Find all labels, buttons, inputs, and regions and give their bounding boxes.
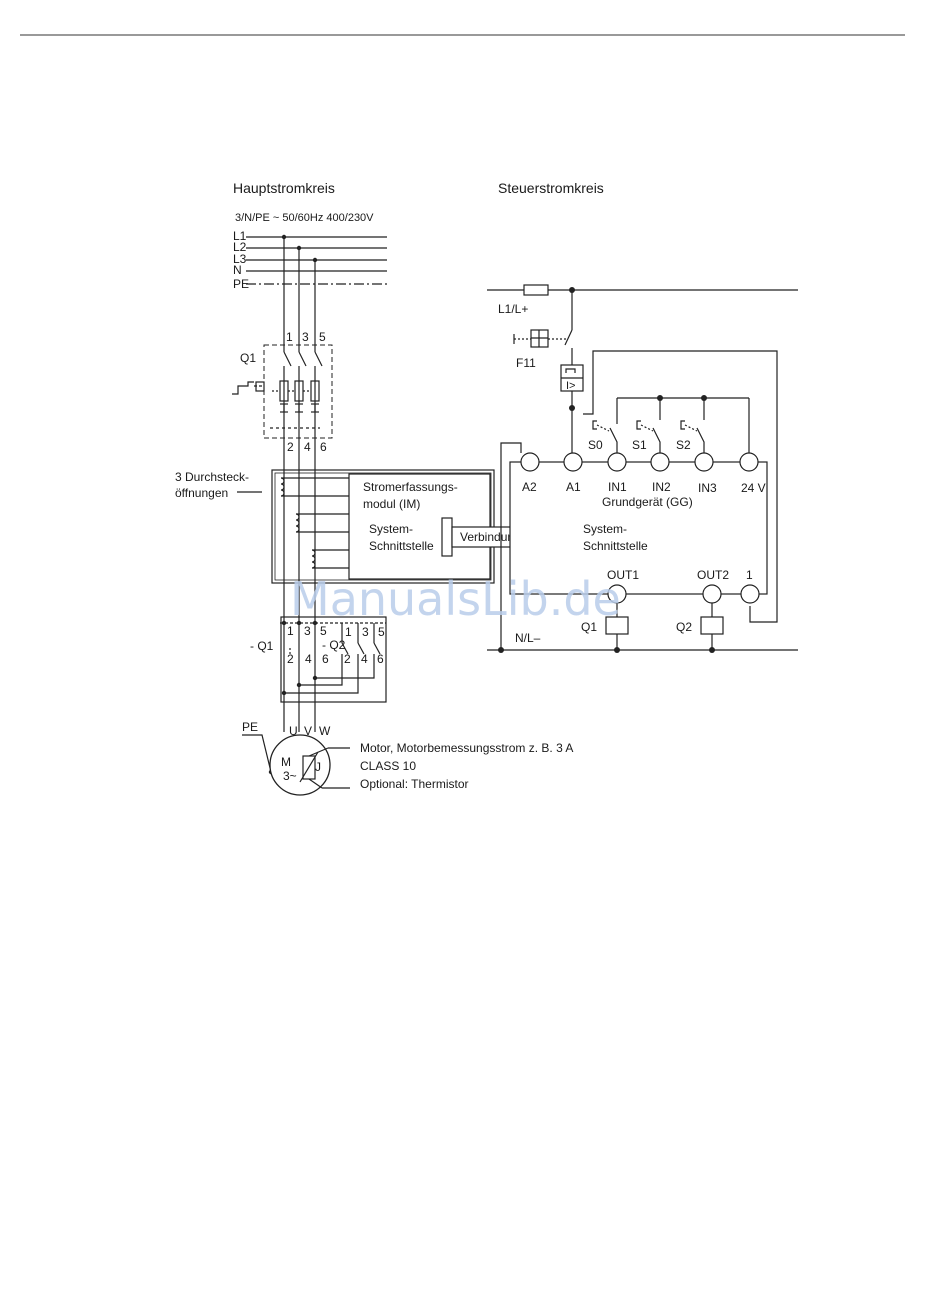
q1-pin-6: 6 [322, 652, 329, 666]
control-supply-label: L1/L+ [498, 302, 528, 316]
switch-wiring [592, 397, 750, 453]
pe-wire [242, 734, 272, 773]
im-title-1: Stromerfassungs- [363, 480, 458, 494]
terminal-in3: IN3 [698, 481, 717, 495]
gg-interface-1: System- [583, 522, 627, 536]
line-label-l3: L3 [233, 252, 247, 266]
line-label-n: N [233, 263, 242, 277]
breaker-q1-frame [263, 344, 333, 439]
q2-pin-4: 4 [361, 652, 368, 666]
switch-nodes [657, 395, 707, 401]
q2-pin-6: 6 [377, 652, 384, 666]
coil-q1-label: Q1 [581, 620, 597, 634]
q2-pin-2: 2 [344, 652, 351, 666]
motor-m: M [281, 755, 291, 769]
output-out1: OUT1 [607, 568, 639, 582]
neutral-label: N/L– [515, 631, 541, 645]
current-transformer-coils [280, 477, 349, 569]
breaker-contacts [270, 351, 323, 445]
neutral-wiring [487, 442, 798, 651]
phase-wires [283, 237, 316, 352]
q1-pin-4: 4 [305, 652, 312, 666]
control-circuit-title: Steuerstromkreis [498, 180, 604, 196]
overcurrent-symbol: I> [566, 380, 575, 392]
line-label-pe: PE [233, 277, 249, 291]
terminal-v: V [304, 724, 312, 738]
line-label-l1: L1 [233, 229, 247, 243]
pe-label: PE [242, 720, 258, 734]
feedthrough-label-1: 3 Durchsteck- [175, 470, 249, 484]
breaker-pin-6: 6 [320, 440, 327, 454]
terminal-u: U [289, 724, 298, 738]
contactor-nodes [281, 620, 318, 696]
im-interface-2: Schnittstelle [369, 539, 434, 553]
motor-circle [269, 734, 331, 796]
motor-desc-1: Motor, Motorbemessungsstrom z. B. 3 A [360, 741, 573, 755]
q1-pin-1: 1 [287, 624, 294, 638]
q1-pin-3: 3 [304, 624, 311, 638]
switch-s1-label: S1 [632, 438, 647, 452]
im-connector [441, 517, 453, 557]
motor-desc-2: CLASS 10 [360, 759, 416, 773]
fuse-f11-label: F11 [516, 356, 536, 370]
main-circuit-title: Hauptstromkreis [233, 180, 335, 196]
terminal-24v: 24 V [741, 481, 766, 495]
basic-unit-box [509, 461, 768, 595]
breaker-pin-3: 3 [302, 330, 309, 344]
motor-3phase: 3~ [283, 769, 297, 783]
neutral-nodes [498, 647, 715, 653]
breaker-pin-1: 1 [286, 330, 293, 344]
contactor-q1-label: - Q1 [250, 639, 274, 653]
terminal-a2: A2 [522, 480, 537, 494]
breaker-pin-4: 4 [304, 440, 311, 454]
supply-lines [246, 236, 387, 285]
q1-pin-5: 5 [320, 624, 327, 638]
q2-pin-3: 3 [362, 625, 369, 639]
a1-node [569, 405, 575, 411]
contactor-q2-label: - Q2 [322, 638, 346, 652]
terminal-a1: A1 [566, 480, 581, 494]
breaker-pin-5: 5 [319, 330, 326, 344]
switch-s0-label: S0 [588, 438, 603, 452]
feedback-wire [583, 350, 778, 623]
im-title-2: modul (IM) [363, 497, 420, 511]
line-label-l2: L2 [233, 240, 247, 254]
q1-pin-2: 2 [287, 652, 294, 666]
thermistor-slash [299, 751, 319, 783]
main-supply-label: 3/N/PE ~ 50/60Hz 400/230V [235, 212, 374, 224]
watermark: ManualsLib.de [290, 572, 621, 626]
gg-interface-2: Schnittstelle [583, 539, 648, 553]
switch-s2-label: S2 [676, 438, 691, 452]
motor-desc-3: Optional: Thermistor [360, 777, 469, 791]
control-supply [487, 284, 798, 453]
supply-node [569, 287, 575, 293]
contactor-wiring [280, 622, 386, 694]
manual-actuator-icon [232, 381, 265, 395]
q2-pin-5: 5 [378, 625, 385, 639]
breaker-q1-label: Q1 [240, 351, 256, 365]
feedthrough-label-2: öffnungen [175, 486, 228, 500]
thermistor-j: J [315, 760, 321, 774]
breaker-pin-2: 2 [287, 440, 294, 454]
thermistor-leads [308, 747, 350, 789]
basic-unit-label: Grundgerät (GG) [602, 495, 693, 509]
q2-pin-1: 1 [345, 625, 352, 639]
terminal-w: W [319, 724, 331, 738]
contactor-frame [280, 616, 387, 703]
output-out2: OUT2 [697, 568, 729, 582]
coil-q2-label: Q2 [676, 620, 692, 634]
output-1: 1 [746, 568, 753, 582]
gg-terminals [520, 452, 759, 472]
im-interface-1: System- [369, 522, 413, 536]
terminal-in2: IN2 [652, 480, 671, 494]
terminal-in1: IN1 [608, 480, 627, 494]
